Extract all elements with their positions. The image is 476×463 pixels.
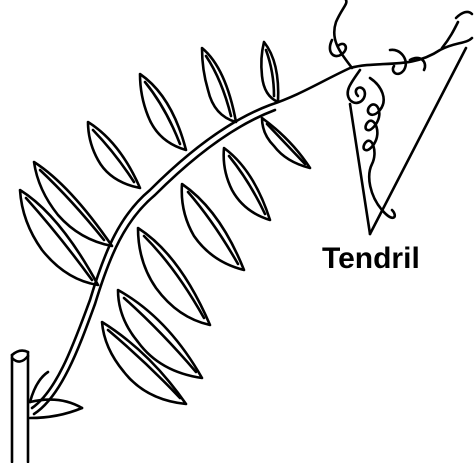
leaflet [88,122,140,188]
leaflet [261,42,278,102]
leaflet [102,322,186,404]
leaflet [182,184,244,270]
leaflet [224,148,270,220]
leaflet [140,74,186,150]
leaflet [202,48,236,122]
leaflet [34,162,112,246]
leaflet [118,290,202,378]
stem [12,351,28,462]
tendril-label: Tendril [322,242,420,275]
leaflets-lower [20,118,310,404]
leaflet [262,118,310,168]
